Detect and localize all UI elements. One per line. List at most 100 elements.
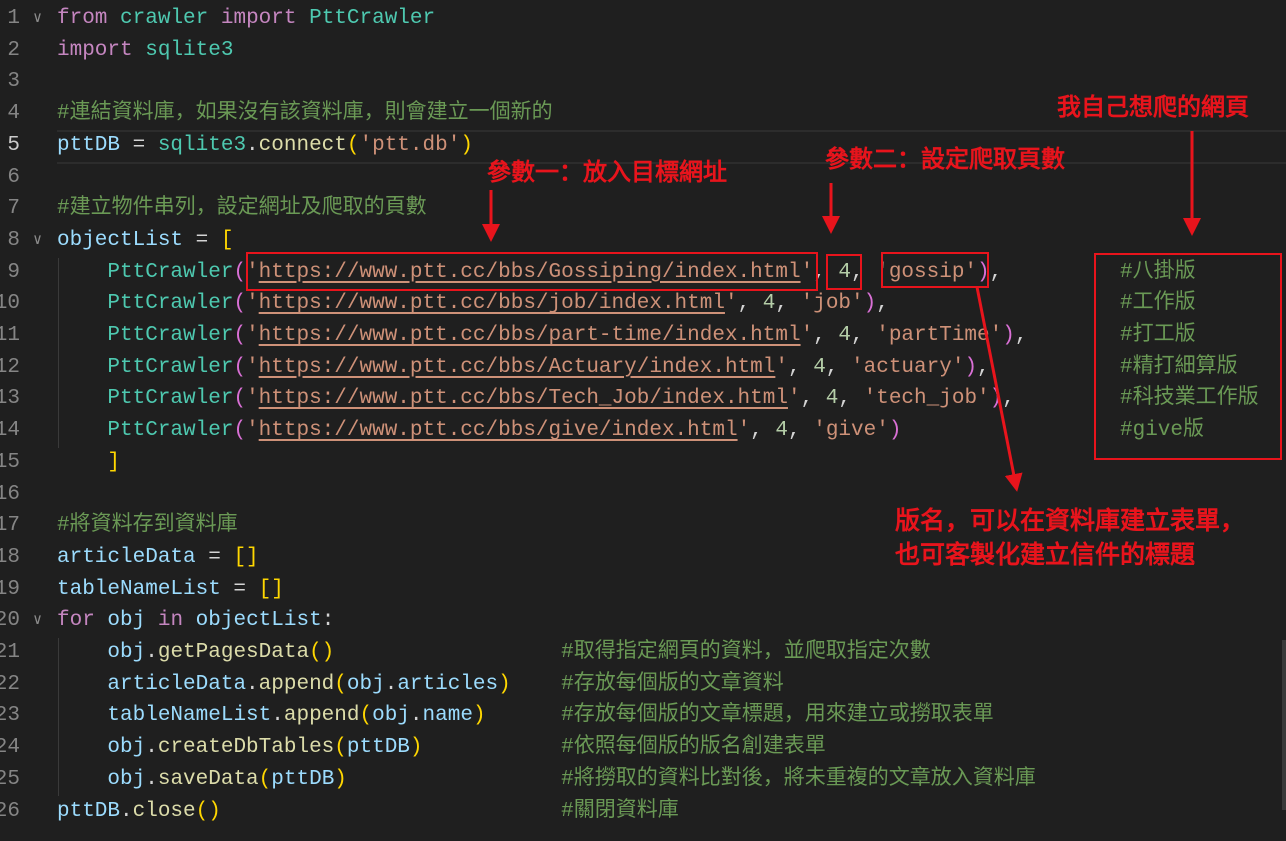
code-line[interactable]: 21 obj.getPagesData() #取得指定網頁的資料，並爬取指定次數 xyxy=(0,637,1286,669)
code-token: [] xyxy=(233,545,259,569)
line-number: 5 xyxy=(7,133,20,157)
code-token: , xyxy=(1014,324,1028,347)
code-line[interactable]: 10 PttCrawler('https://www.ptt.cc/bbs/jo… xyxy=(0,288,1286,320)
code-token: ( xyxy=(258,767,272,791)
code-text: PttCrawler('https://www.ptt.cc/bbs/Tech_… xyxy=(57,383,1014,415)
url-link[interactable]: https://www.ptt.cc/bbs/Tech_Job/index.ht… xyxy=(258,387,788,411)
code-text: #將資料存到資料庫 xyxy=(57,510,238,542)
code-token: ' xyxy=(246,260,259,284)
code-token: ( xyxy=(233,292,247,316)
code-token: append xyxy=(283,704,360,728)
code-token: [ xyxy=(220,228,234,252)
code-line[interactable]: 19 tableNameList = [] xyxy=(0,574,1286,606)
code-line[interactable]: 5 pttDB = sqlite3.connect('ptt.db') xyxy=(0,130,1286,162)
code-token: . xyxy=(145,641,158,664)
code-line[interactable]: 7#建立物件串列，設定網址及爬取的頁數 xyxy=(0,193,1286,225)
code-text: obj.getPagesData() #取得指定網頁的資料，並爬取指定次數 xyxy=(57,637,930,669)
code-token: , xyxy=(788,419,814,443)
code-comment: #關閉資料庫 xyxy=(561,799,679,823)
code-token: PttCrawler xyxy=(107,355,234,379)
code-token: ( xyxy=(334,672,347,696)
code-token: ] xyxy=(107,450,121,474)
url-link[interactable]: https://www.ptt.cc/bbs/Actuary/index.htm… xyxy=(258,355,776,379)
code-token: ( xyxy=(233,355,247,379)
code-token: , xyxy=(876,292,889,316)
code-line[interactable]: 8∨objectList = [ xyxy=(0,225,1286,257)
code-token: name xyxy=(422,704,473,728)
line-number: 7 xyxy=(7,197,20,221)
code-token: , xyxy=(800,387,826,411)
code-line[interactable]: 25 obj.saveData(pttDB) #將撈取的資料比對後，將未重複的文… xyxy=(0,764,1286,796)
code-token: , xyxy=(737,292,763,316)
code-token: 'actuary' xyxy=(851,355,965,379)
code-text: pttDB = sqlite3.connect('ptt.db') xyxy=(57,130,473,162)
line-number: 19 xyxy=(0,577,20,601)
line-number: 25 xyxy=(0,767,20,791)
code-line[interactable]: 22 articleData.append(obj.articles) #存放每… xyxy=(0,669,1286,701)
code-token: ) xyxy=(334,767,347,791)
code-token: ' xyxy=(246,419,259,443)
code-line[interactable]: 1∨from crawler import PttCrawler xyxy=(0,3,1286,35)
code-token: obj xyxy=(107,767,146,791)
code-token: pttDB xyxy=(346,736,410,760)
scrollbar[interactable] xyxy=(1282,640,1286,810)
line-number: 8 xyxy=(7,228,20,252)
code-token: import xyxy=(57,38,133,62)
code-line[interactable]: 20∨for obj in objectList: xyxy=(0,605,1286,637)
url-link[interactable]: https://www.ptt.cc/bbs/Gossiping/index.h… xyxy=(258,260,801,284)
board-comment: #精打細算版 xyxy=(1120,355,1238,379)
code-token: objectList xyxy=(195,609,322,633)
code-token: . xyxy=(246,133,259,157)
code-token: obj xyxy=(372,704,410,728)
code-token: PttCrawler xyxy=(107,387,234,411)
code-token: pttDB xyxy=(271,767,335,791)
code-line[interactable]: 3 xyxy=(0,66,1286,98)
fold-chevron-icon[interactable]: ∨ xyxy=(33,10,43,27)
url-link[interactable]: https://www.ptt.cc/bbs/job/index.html xyxy=(258,292,725,316)
code-line[interactable]: 15 ] xyxy=(0,447,1286,479)
code-line[interactable]: 4#連結資料庫，如果沒有該資料庫，則會建立一個新的 xyxy=(0,98,1286,130)
code-token: ) xyxy=(1002,324,1015,347)
code-token: obj xyxy=(107,641,146,664)
code-token: ( xyxy=(334,736,347,760)
code-line[interactable]: 9 PttCrawler('https://www.ptt.cc/bbs/Gos… xyxy=(0,257,1286,289)
code-token: ' xyxy=(246,324,259,347)
code-text: from crawler import PttCrawler xyxy=(57,3,435,35)
board-comment: #工作版 xyxy=(1120,292,1196,316)
code-line[interactable]: 6 xyxy=(0,162,1286,194)
code-token: 4 xyxy=(825,387,839,411)
url-link[interactable]: https://www.ptt.cc/bbs/give/index.html xyxy=(258,419,738,443)
fold-chevron-icon[interactable]: ∨ xyxy=(33,612,43,630)
code-token: PttCrawler xyxy=(107,260,234,284)
code-line[interactable]: 23 tableNameList.append(obj.name) #存放每個版… xyxy=(0,700,1286,732)
code-token: , xyxy=(750,419,776,443)
code-line[interactable]: 12 PttCrawler('https://www.ptt.cc/bbs/Ac… xyxy=(0,352,1286,384)
code-token: PttCrawler xyxy=(107,419,234,443)
line-number: 10 xyxy=(0,292,20,316)
code-token: sqlite3 xyxy=(157,133,247,157)
fold-chevron-icon[interactable]: ∨ xyxy=(33,231,43,249)
code-line[interactable]: 16 xyxy=(0,479,1286,511)
code-token: tableNameList xyxy=(107,704,272,728)
code-line[interactable]: 24 obj.createDbTables(pttDB) #依照每個版的版名創建… xyxy=(0,732,1286,764)
code-token: , xyxy=(787,355,814,379)
board-comment: #科技業工作版 xyxy=(1120,387,1259,411)
code-line[interactable]: 11 PttCrawler('https://www.ptt.cc/bbs/pa… xyxy=(0,320,1286,352)
url-link[interactable]: https://www.ptt.cc/bbs/part-time/index.h… xyxy=(258,324,801,347)
code-text: obj.createDbTables(pttDB) #依照每個版的版名創建表單 xyxy=(57,732,825,764)
code-line[interactable]: 14 PttCrawler('https://www.ptt.cc/bbs/gi… xyxy=(0,415,1286,447)
code-line[interactable]: 13 PttCrawler('https://www.ptt.cc/bbs/Te… xyxy=(0,383,1286,415)
code-token: , xyxy=(838,387,864,411)
code-text: tableNameList = [] xyxy=(57,574,284,606)
code-token: obj xyxy=(107,609,146,633)
code-token: createDbTables xyxy=(157,736,335,760)
code-line[interactable]: 17#將資料存到資料庫 xyxy=(0,510,1286,542)
line-number: 15 xyxy=(0,450,20,474)
code-token: 'give' xyxy=(813,419,889,443)
code-token: . xyxy=(271,704,284,728)
code-text: ] xyxy=(57,447,120,479)
code-token: append xyxy=(258,672,335,696)
